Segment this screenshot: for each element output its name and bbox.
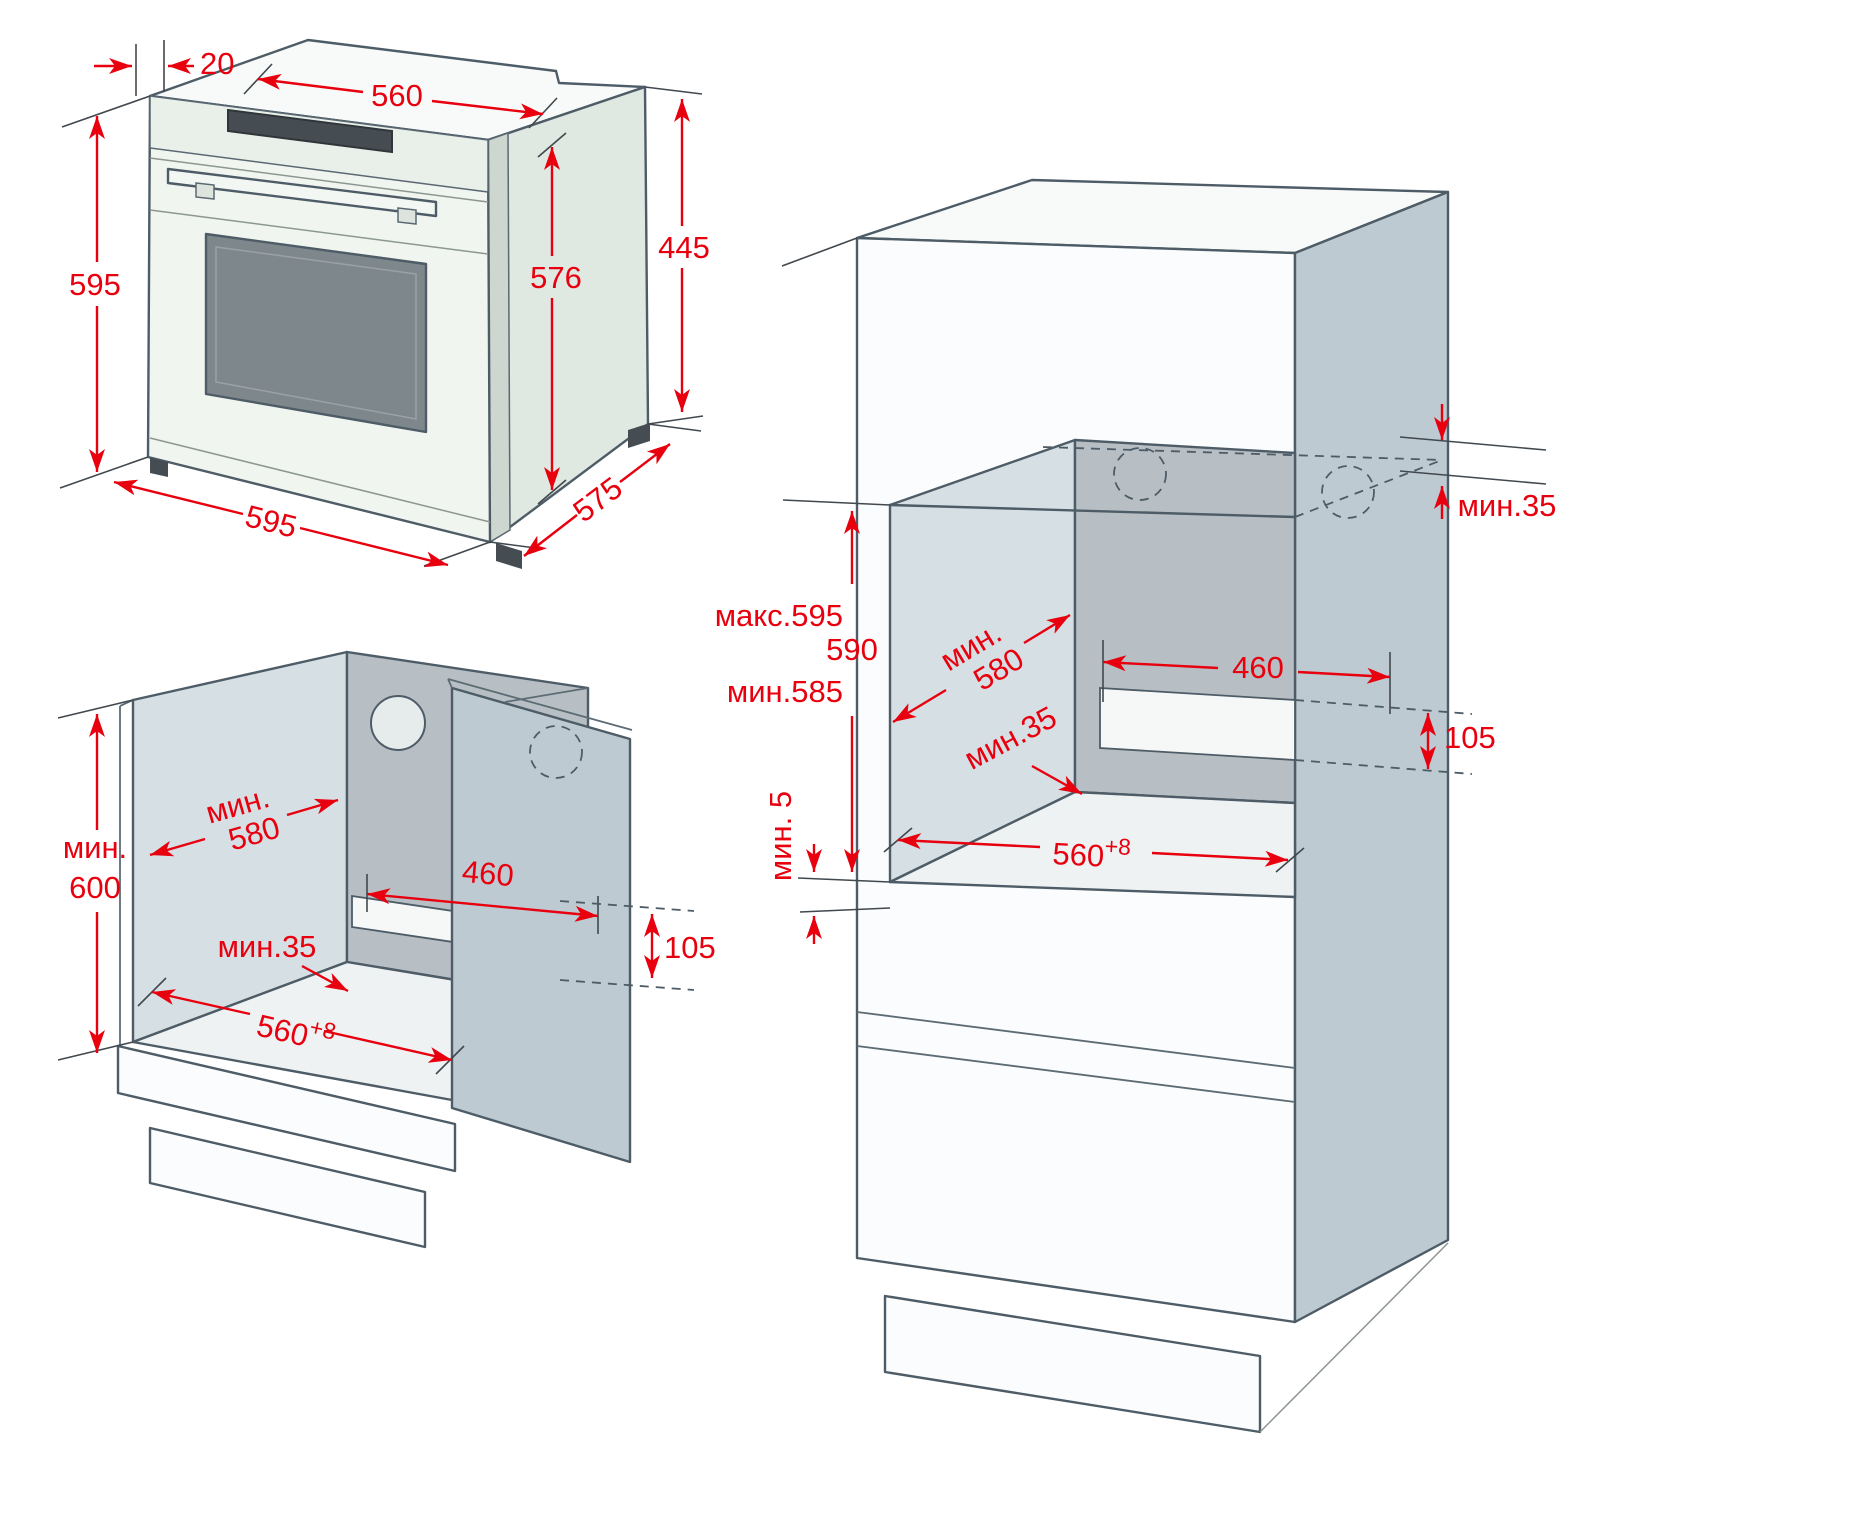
oven-side-face <box>486 85 650 544</box>
ext-tick <box>537 132 567 158</box>
dim-label-niche-width: 560+8 <box>1052 830 1132 875</box>
oven-handle-bracket-left <box>195 182 215 200</box>
cabinet-bottom-band <box>116 1044 457 1173</box>
oven-side-front-strip <box>487 131 511 544</box>
dim-label-rear-gap: мин.35 <box>218 929 317 964</box>
oven-display <box>227 108 393 154</box>
dim-label-body-height: 576 <box>530 260 582 295</box>
oven-panel-groove <box>149 157 489 203</box>
dim-arrow <box>299 526 449 568</box>
dim-arrow <box>1102 655 1219 672</box>
left-panel-thickness <box>119 699 134 1047</box>
dim-arrow <box>892 688 947 724</box>
leader-arrow <box>1031 764 1083 796</box>
dim-label-top-width: 560 <box>371 78 423 113</box>
dim-label-min-height-value: 600 <box>69 870 121 905</box>
hidden-edge <box>559 900 695 912</box>
ext-line <box>1399 470 1547 485</box>
niche-width-tolerance: +8 <box>307 1014 338 1045</box>
dim-label-bottom-gap: мин. 5 <box>763 791 798 881</box>
cabinet-plinth <box>883 1294 1262 1434</box>
dim-label-niche-height-max: макс.595 <box>715 598 843 633</box>
dim-arrow <box>257 73 364 94</box>
hidden-cable-hole <box>1321 465 1375 519</box>
ext-line <box>647 415 704 425</box>
dim-arrow <box>323 1029 453 1063</box>
ext-line <box>797 877 891 883</box>
dim-label-top-rear-gap: мин.35 <box>1458 488 1557 523</box>
lower-divider-1 <box>856 1011 1296 1069</box>
dim-label-side-height: 445 <box>658 230 710 265</box>
dim-arrow <box>1297 667 1391 684</box>
dim-label-cutout-height: 105 <box>1444 720 1496 755</box>
hidden-cable-hole <box>529 725 583 779</box>
hidden-edge <box>1294 759 1473 775</box>
dim-arrow <box>523 514 578 557</box>
ext-line <box>799 907 891 913</box>
hidden-shelf-side-edge <box>1294 459 1443 518</box>
dim-arrow <box>151 989 251 1016</box>
ext-line <box>647 423 702 432</box>
ext-tick <box>1275 847 1305 873</box>
leader-arrow <box>301 964 349 993</box>
ext-line <box>1399 436 1547 451</box>
oven-door-bottom-seam <box>149 437 491 523</box>
oven-window-inner-frame <box>215 246 417 420</box>
dim-label-cutout-width: 460 <box>1232 650 1284 685</box>
hidden-cable-hole <box>1113 447 1167 501</box>
ext-line <box>59 456 149 489</box>
panel-top-edge <box>447 678 633 731</box>
dim-label-niche-height: 590 <box>826 632 878 667</box>
ext-line <box>61 95 151 128</box>
base-cabinet-drawing <box>116 650 633 1249</box>
floor-line <box>1259 1242 1449 1433</box>
lower-divider-2 <box>856 1045 1296 1103</box>
dim-label-width: 595 <box>242 498 301 544</box>
niche-top-edge <box>888 503 1297 519</box>
dim-label-cutout-height: 105 <box>664 930 716 965</box>
oven-drawing <box>146 38 650 569</box>
hidden-edge <box>1294 699 1473 715</box>
niche-floor <box>888 790 1297 899</box>
tall-cabinet-drawing <box>781 178 1450 1434</box>
oven-foot-left <box>150 458 168 477</box>
oven-handle-bracket-right <box>397 207 417 225</box>
niche-width-value: 560 <box>1052 836 1105 874</box>
ext-line <box>781 237 858 267</box>
ext-line <box>57 699 134 719</box>
oven-handle <box>166 167 438 218</box>
niche-top-right-edge <box>504 687 589 703</box>
dim-label-niche-height-min: мин.585 <box>727 674 843 709</box>
oven-door-top-seam <box>149 209 489 255</box>
oven-foot-front <box>496 543 522 569</box>
dim-arrow <box>366 888 599 922</box>
cable-hole <box>370 695 426 751</box>
ext-tick <box>537 479 567 505</box>
right-side-panel <box>450 686 632 1164</box>
dim-arrow <box>897 833 1041 850</box>
dim-label-top-gap: 20 <box>200 46 234 81</box>
oven-dimensions: 20 560 595 576 445 595 575 <box>59 40 710 568</box>
dim-arrow <box>1151 850 1289 867</box>
hidden-shelf-back-edge <box>1042 446 1443 461</box>
dim-arrow <box>113 479 244 516</box>
dim-arrow <box>619 443 671 483</box>
dim-label-min-height-word: мин. <box>63 830 127 865</box>
dim-arrow <box>431 99 544 120</box>
dim-label-height: 595 <box>69 267 121 302</box>
cabinet-right-panel <box>1293 190 1450 1324</box>
dim-arrow <box>149 837 206 857</box>
ext-line <box>782 499 891 506</box>
cabinet-plinth <box>148 1126 427 1249</box>
dim-arrow <box>1023 613 1071 645</box>
dim-label-cutout-width: 460 <box>461 854 516 893</box>
dim-arrow <box>286 798 339 817</box>
oven-foot-back <box>628 423 650 448</box>
oven-door-window <box>204 232 428 434</box>
ext-line <box>644 86 703 95</box>
rear-vent-slot <box>1099 687 1296 761</box>
hidden-edge <box>559 979 695 991</box>
niche-width-tolerance: +8 <box>1104 833 1132 860</box>
